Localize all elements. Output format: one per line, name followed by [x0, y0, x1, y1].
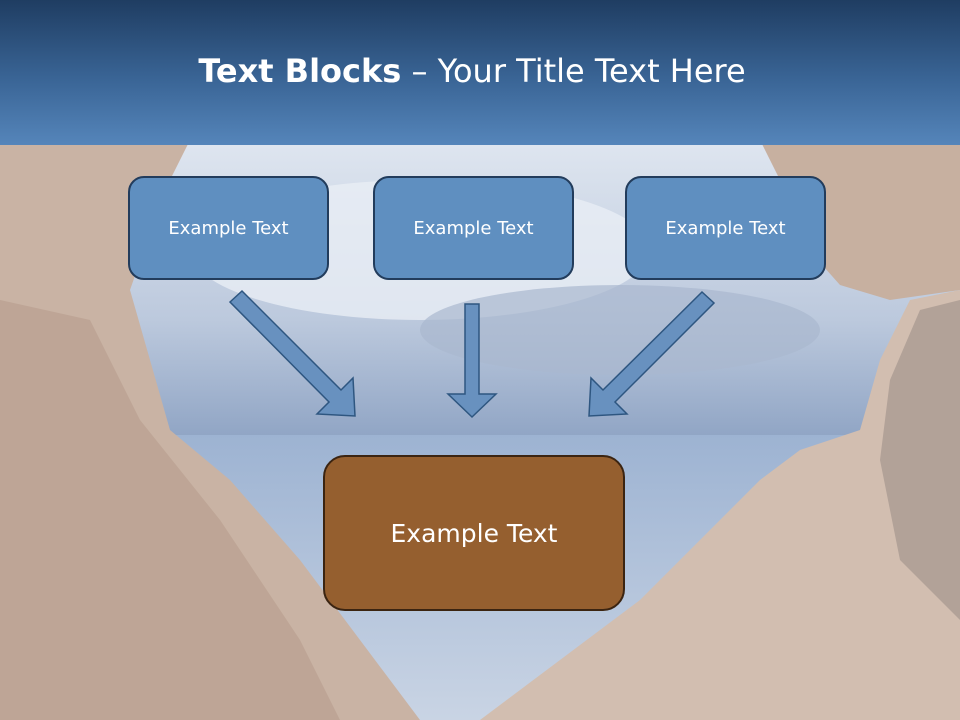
text-block-main-label: Example Text — [390, 518, 558, 548]
text-block-3[interactable]: Example Text — [625, 176, 826, 280]
title-bar: Text Blocks – Your Title Text Here — [0, 0, 960, 145]
text-block-1-label: Example Text — [168, 217, 289, 239]
title-bold: Text Blocks — [198, 52, 402, 90]
arrow-down-right — [228, 289, 356, 417]
arrow-down-left — [588, 290, 716, 417]
cloud — [420, 285, 820, 375]
rock-left-shade — [0, 300, 340, 720]
text-block-3-label: Example Text — [665, 217, 786, 239]
rock-right-shade — [880, 300, 960, 620]
title-dash: – — [401, 52, 438, 90]
text-block-main[interactable]: Example Text — [323, 455, 625, 611]
text-block-2[interactable]: Example Text — [373, 176, 574, 280]
slide-title: Text Blocks – Your Title Text Here — [0, 52, 944, 90]
rock-right — [480, 290, 960, 720]
text-block-2-label: Example Text — [413, 217, 534, 239]
title-rest: Your Title Text Here — [437, 52, 746, 90]
text-block-1[interactable]: Example Text — [128, 176, 329, 280]
arrow-down — [446, 303, 498, 419]
